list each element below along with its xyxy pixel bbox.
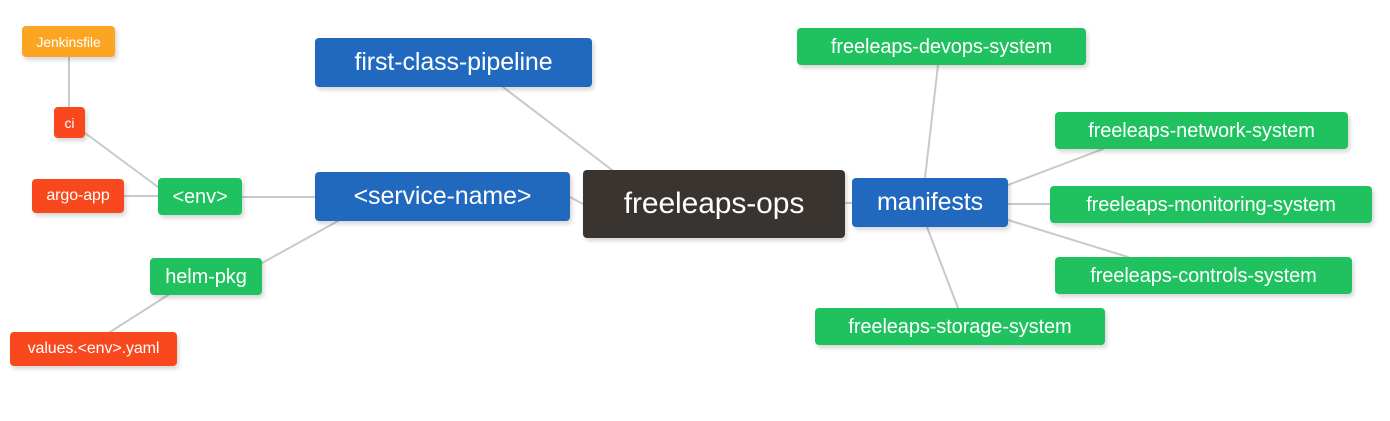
mindmap-node-label-service-name: <service-name>: [353, 182, 532, 210]
mindmap-node-label-ci: ci: [64, 114, 75, 131]
mindmap-node-jenkinsfile[interactable]: Jenkinsfile: [22, 26, 115, 57]
mindmap-edge-freeleaps-ops-to-first-class-pipeline: [502, 86, 613, 171]
mindmap-node-label-jenkinsfile: Jenkinsfile: [36, 33, 101, 50]
mindmap-edge-manifests-to-freeleaps-controls-system: [1007, 219, 1129, 258]
mindmap-node-ci[interactable]: ci: [54, 107, 85, 138]
mindmap-node-freeleaps-storage-system[interactable]: freeleaps-storage-system: [815, 308, 1105, 345]
mindmap-node-service-name[interactable]: <service-name>: [315, 172, 570, 221]
mindmap-node-freeleaps-ops[interactable]: freeleaps-ops: [583, 170, 845, 238]
mindmap-node-label-first-class-pipeline: first-class-pipeline: [354, 48, 553, 76]
mindmap-node-values-env-yaml[interactable]: values.<env>.yaml: [10, 332, 177, 366]
mindmap-node-label-values-env-yaml: values.<env>.yaml: [27, 340, 160, 357]
mindmap-node-label-freeleaps-network-system: freeleaps-network-system: [1088, 119, 1315, 142]
mindmap-node-label-freeleaps-devops-system: freeleaps-devops-system: [830, 35, 1053, 58]
mindmap-node-helm-pkg[interactable]: helm-pkg: [150, 258, 262, 295]
mindmap-node-freeleaps-devops-system[interactable]: freeleaps-devops-system: [797, 28, 1086, 65]
mindmap-node-freeleaps-controls-system[interactable]: freeleaps-controls-system: [1055, 257, 1352, 294]
mindmap-edge-manifests-to-freeleaps-network-system: [1007, 148, 1104, 186]
mindmap-node-label-freeleaps-storage-system: freeleaps-storage-system: [848, 315, 1072, 338]
mindmap-edge-manifests-to-freeleaps-storage-system: [926, 226, 959, 309]
mindmap-node-freeleaps-monitoring-system[interactable]: freeleaps-monitoring-system: [1050, 186, 1372, 223]
mindmap-node-label-freeleaps-controls-system: freeleaps-controls-system: [1090, 264, 1317, 287]
mindmap-edge-manifests-to-freeleaps-devops-system: [924, 64, 939, 179]
mindmap-node-argo-app[interactable]: argo-app: [32, 179, 124, 213]
mindmap-edge-service-name-to-helm-pkg: [261, 220, 339, 264]
mindmap-node-manifests[interactable]: manifests: [852, 178, 1008, 227]
mindmap-node-label-manifests: manifests: [876, 188, 984, 216]
mindmap-node-freeleaps-network-system[interactable]: freeleaps-network-system: [1055, 112, 1348, 149]
mindmap-node-label-freeleaps-monitoring-system: freeleaps-monitoring-system: [1086, 193, 1336, 216]
mindmap-node-first-class-pipeline[interactable]: first-class-pipeline: [315, 38, 592, 87]
mindmap-edge-helm-pkg-to-values-env-yaml: [109, 294, 169, 333]
mindmap-edge-freeleaps-ops-to-service-name: [569, 196, 584, 205]
mindmap-node-label-argo-app: argo-app: [46, 187, 110, 204]
mindmap-node-env[interactable]: <env>: [158, 178, 242, 215]
mindmap-node-label-env: <env>: [172, 185, 228, 208]
mindmap-node-label-helm-pkg: helm-pkg: [165, 265, 247, 288]
mindmap-node-label-freeleaps-ops: freeleaps-ops: [623, 187, 805, 220]
